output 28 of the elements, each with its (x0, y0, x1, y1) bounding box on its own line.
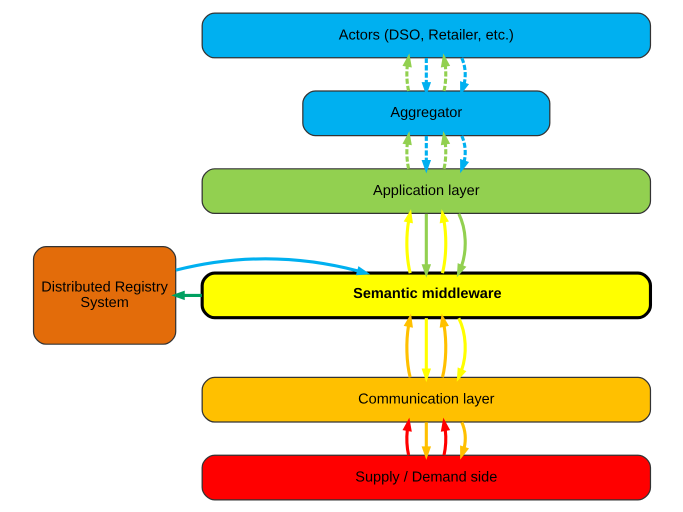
arrow (421, 213, 431, 278)
arrow (440, 417, 450, 456)
arrow (456, 317, 466, 382)
arrow (402, 130, 412, 169)
node-box: Aggregator (302, 90, 550, 136)
arrow (170, 290, 202, 300)
arrow (460, 56, 469, 95)
arrow (402, 52, 412, 91)
arrow (175, 256, 370, 275)
arrow (439, 208, 448, 273)
arrow (440, 130, 450, 169)
arrow (460, 421, 469, 460)
arrow (403, 313, 412, 378)
arrow (460, 134, 469, 173)
arrow (421, 422, 431, 460)
node-box: Distributed Registry System (32, 246, 176, 344)
arrow (456, 212, 466, 277)
arrow (421, 135, 431, 173)
node-box: Application layer (201, 168, 651, 214)
arrow (440, 52, 450, 91)
node-box: Communication layer (201, 376, 651, 422)
arrow (421, 318, 431, 382)
arrow (403, 208, 412, 273)
node-box: Actors (DSO, Retailer, etc.) (201, 12, 651, 58)
arrow (439, 313, 448, 378)
arrow (402, 417, 412, 456)
node-box: Semantic middleware (200, 271, 652, 319)
node-box: Supply / Demand side (201, 454, 651, 500)
